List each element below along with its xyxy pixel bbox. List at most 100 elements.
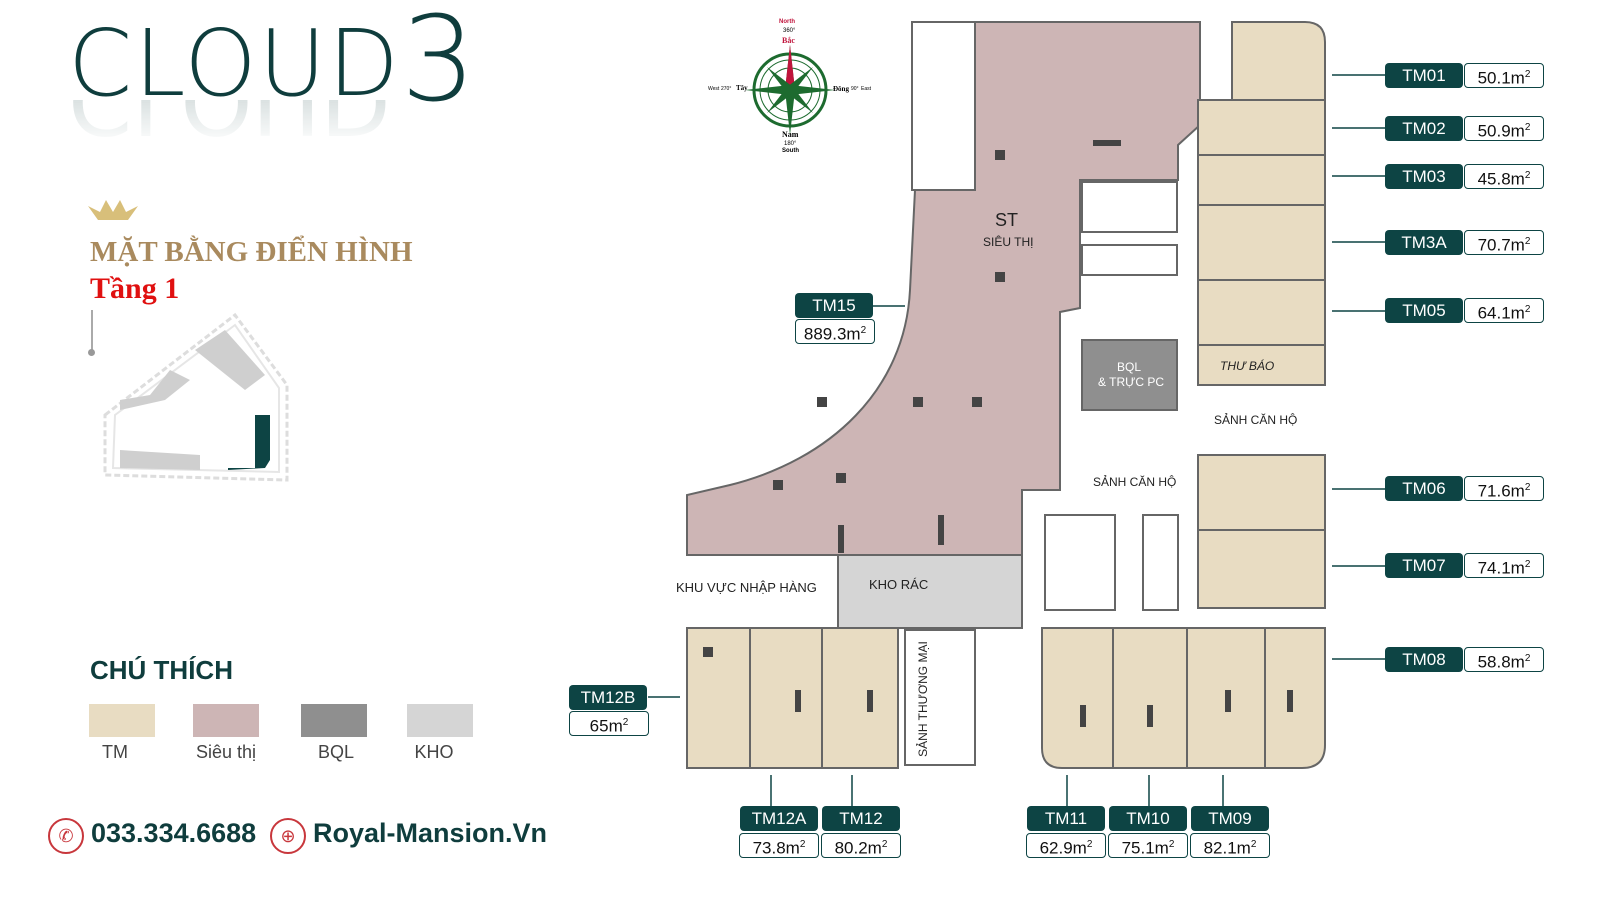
area-value: 71.6m — [1477, 481, 1525, 501]
logo: CLOUD3 — [68, 0, 478, 136]
unit-tm10 — [1112, 627, 1188, 769]
area-value: 70.7m — [1477, 235, 1525, 255]
phone-number[interactable]: 033.334.6688 — [91, 818, 257, 848]
unit-area-tm15: 889.3m2 — [795, 319, 875, 344]
compass-dong: Đông — [833, 85, 849, 93]
unit-area-tm08: 58.8m2 — [1464, 647, 1544, 672]
legend-swatch-bql — [301, 704, 367, 737]
area-sup: 2 — [1524, 170, 1531, 181]
mail-room — [1197, 344, 1326, 386]
unit-tm05 — [1197, 279, 1326, 346]
floor-label: Tầng 1 — [90, 272, 180, 305]
unit-label-tm05[interactable]: TM05 — [1385, 298, 1463, 323]
divider — [91, 310, 93, 352]
unit-tm08 — [1264, 627, 1326, 769]
unit-tm02 — [1197, 99, 1326, 156]
globe-icon: ⊕ — [270, 818, 306, 854]
compass-west-deg: 270° — [721, 86, 732, 92]
phone-icon: ✆ — [48, 818, 84, 854]
area-sup: 2 — [1250, 839, 1257, 850]
unit-label-tm3a[interactable]: TM3A — [1385, 230, 1463, 255]
compass-east-deg: 90° — [851, 86, 859, 92]
unit-area-tm11: 62.9m2 — [1026, 833, 1106, 858]
room-kho-rac: KHO RÁC — [869, 577, 929, 592]
unit-area-tm03: 45.8m2 — [1464, 164, 1544, 189]
trash-storage — [837, 554, 1023, 629]
logo-text: CLOUD — [68, 10, 401, 117]
legend-label-tm: TM — [102, 742, 128, 762]
area-value: 50.9m — [1477, 121, 1525, 141]
management-office — [1081, 339, 1178, 411]
unit-label-tm01[interactable]: TM01 — [1385, 63, 1463, 88]
unit-label-tm09[interactable]: TM09 — [1191, 806, 1269, 831]
unit-label-tm10[interactable]: TM10 — [1109, 806, 1187, 831]
room-nhap-hang: KHU VỰC NHẬP HÀNG — [676, 580, 817, 595]
room-bql: BQL — [1117, 360, 1142, 374]
area-value: 75.1m — [1121, 838, 1169, 858]
unit-label-tm11[interactable]: TM11 — [1027, 806, 1105, 831]
logo-number: 3 — [400, 0, 478, 128]
unit-area-tm05: 64.1m2 — [1464, 298, 1544, 323]
legend-swatch-sieu-thi — [193, 704, 259, 737]
legend-swatch-tm — [89, 704, 155, 737]
site-key-plan — [103, 312, 289, 482]
area-value: 80.2m — [834, 838, 882, 858]
unit-area-tm12: 80.2m2 — [821, 833, 901, 858]
unit-label-tm12b[interactable]: TM12B — [569, 685, 647, 710]
unit-label-tm03[interactable]: TM03 — [1385, 164, 1463, 189]
unit-area-tm3a: 70.7m2 — [1464, 230, 1544, 255]
unit-label-tm12[interactable]: TM12 — [822, 806, 900, 831]
unit-tm12a — [749, 627, 823, 769]
area-sup: 2 — [1524, 122, 1531, 133]
area-sup: 2 — [881, 839, 888, 850]
area-sup: 2 — [799, 839, 806, 850]
room-sanh-can-ho-2: SẢNH CĂN HỘ — [1093, 475, 1177, 489]
website-link[interactable]: Royal-Mansion.Vn — [313, 818, 548, 848]
compass-south-deg: 180° — [784, 141, 797, 147]
compass-tay: Tây — [736, 84, 748, 92]
compass-north: North — [779, 19, 795, 25]
area-value: 889.3m — [803, 324, 861, 344]
unit-tm11 — [1041, 627, 1114, 769]
room-thu-bao: THƯ BÁO — [1220, 359, 1275, 373]
supermarket-area — [686, 21, 1201, 556]
area-value: 74.1m — [1477, 558, 1525, 578]
compass-west: West — [708, 86, 720, 92]
unit-label-tm08[interactable]: TM08 — [1385, 647, 1463, 672]
unit-tm01 — [1231, 21, 1326, 101]
unit-tm06 — [1197, 454, 1326, 531]
unit-area-tm07: 74.1m2 — [1464, 553, 1544, 578]
area-value: 64.1m — [1477, 303, 1525, 323]
unit-label-tm12a[interactable]: TM12A — [740, 806, 818, 831]
compass-nam: Nam — [782, 130, 799, 139]
unit-label-tm06[interactable]: TM06 — [1385, 476, 1463, 501]
area-sup: 2 — [1524, 69, 1531, 80]
area-value: 50.1m — [1477, 68, 1525, 88]
compass-bac: Bắc — [782, 36, 795, 45]
area-value: 58.8m — [1477, 652, 1525, 672]
divider-dot — [88, 349, 95, 356]
area-value: 62.9m — [1039, 838, 1087, 858]
area-sup: 2 — [1086, 839, 1093, 850]
area-sup: 2 — [1168, 839, 1175, 850]
unit-area-tm10: 75.1m2 — [1108, 833, 1188, 858]
unit-tm12 — [821, 627, 899, 769]
area-sup: 2 — [1524, 559, 1531, 570]
area-sup: 2 — [1524, 236, 1531, 247]
page-title: MẶT BẰNG ĐIỂN HÌNH — [90, 236, 413, 268]
area-sup: 2 — [622, 717, 629, 728]
unit-label-tm02[interactable]: TM02 — [1385, 116, 1463, 141]
unit-label-tm07[interactable]: TM07 — [1385, 553, 1463, 578]
area-value: 82.1m — [1203, 838, 1251, 858]
unit-label-tm15[interactable]: TM15 — [795, 293, 873, 318]
compass-rose — [745, 45, 835, 135]
area-value: 45.8m — [1477, 169, 1525, 189]
unit-area-tm12b: 65m2 — [569, 711, 649, 736]
unit-area-tm06: 71.6m2 — [1464, 476, 1544, 501]
room-sanh-thuong-mai: SẢNH THƯƠNG MẠI — [916, 641, 930, 757]
area-sup: 2 — [860, 325, 867, 336]
area-sup: 2 — [1524, 304, 1531, 315]
room-sieu-thi: SIÊU THỊ — [983, 235, 1034, 249]
crown-icon — [88, 200, 138, 220]
